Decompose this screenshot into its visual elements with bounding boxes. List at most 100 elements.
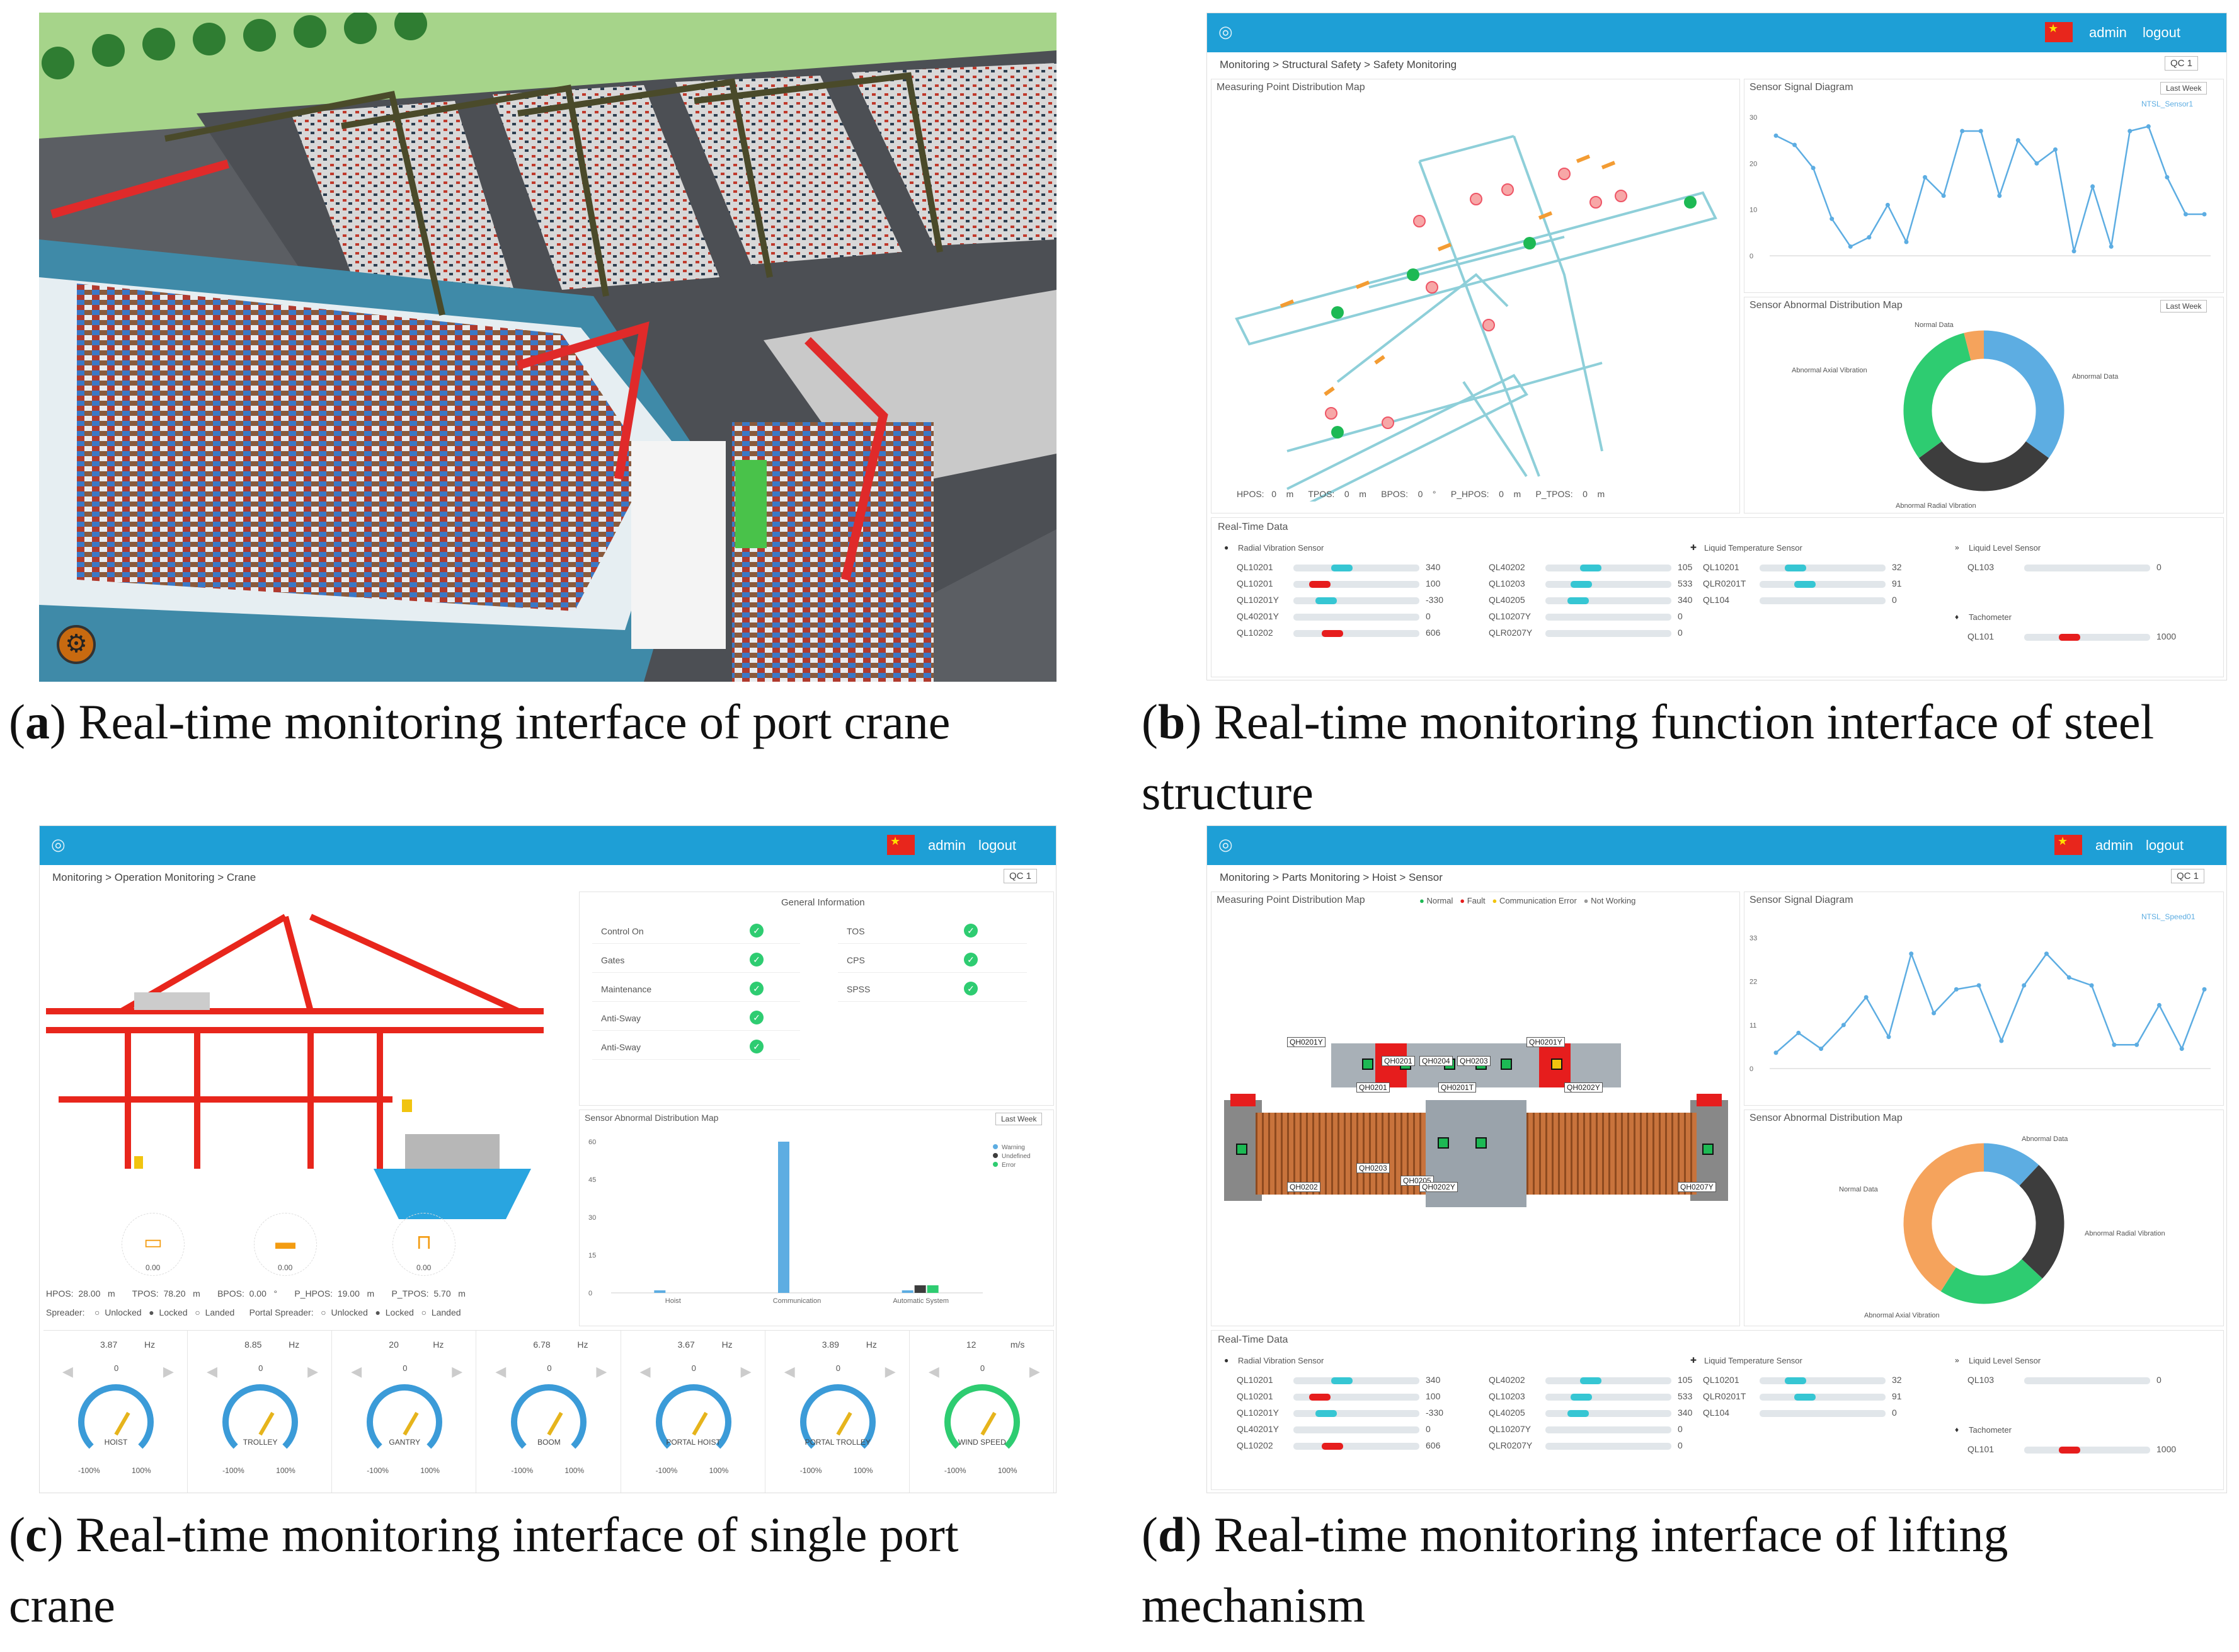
arrow-left-icon[interactable]: ◀ [784, 1363, 795, 1379]
bar [654, 1290, 666, 1293]
gauge-min: -100% [222, 1466, 244, 1475]
sensor-id: QLR0201T [1703, 578, 1746, 588]
arrow-right-icon[interactable]: ▶ [307, 1363, 319, 1379]
mini-value-1: 0.00 [146, 1263, 161, 1272]
map-title: Measuring Point Distribution Map [1217, 82, 1365, 93]
status-row: TOS✓ [838, 919, 1027, 944]
series-line [1775, 951, 2206, 1053]
gauge-top-value: 8.85 [244, 1339, 262, 1350]
sensor-id: QL40201Y [1237, 1424, 1279, 1434]
sensor-tag[interactable]: QH0202Y [1564, 1082, 1603, 1093]
arrow-right-icon[interactable]: ▶ [163, 1363, 174, 1379]
crane-select[interactable]: QC 1 [2171, 869, 2205, 883]
map-title: Measuring Point Distribution Map [1217, 895, 1365, 905]
sensor-tag[interactable]: QH0207Y [1678, 1182, 1716, 1192]
logout-link[interactable]: logout [978, 837, 1016, 853]
y-tick-label: 0 [1749, 1065, 1753, 1073]
top-bar: ◎ admin logout [1207, 13, 2226, 52]
donut-slice [2019, 1165, 2064, 1279]
sensor-tag[interactable]: QH0201 [1382, 1056, 1415, 1066]
period-select[interactable]: Last Week [2160, 82, 2208, 95]
arrow-right-icon[interactable]: ▶ [452, 1363, 463, 1379]
sensor-id: QLR0201T [1703, 1391, 1746, 1401]
sensor-bar-fill [1580, 1377, 1601, 1384]
sensor-bar-fill [1309, 581, 1331, 588]
group-title: Radial Vibration Sensor [1238, 1356, 1324, 1365]
crane-select[interactable]: QC 1 [2165, 56, 2199, 71]
period-select[interactable]: Last Week [995, 1113, 1043, 1125]
sensor-tag[interactable]: QH0201 [1356, 1082, 1390, 1093]
group-icon: » [1955, 1356, 1959, 1365]
sensor-id: QL101 [1967, 1444, 1995, 1454]
sensor-tag[interactable]: QH0203 [1356, 1163, 1390, 1173]
sensor-bar-track [1293, 1426, 1419, 1433]
settings-gear-button[interactable]: ⚙ [57, 625, 96, 664]
arrow-right-icon[interactable]: ▶ [885, 1363, 896, 1379]
data-point [1773, 133, 1778, 138]
group-title: Tachometer [1969, 1425, 2012, 1435]
crane-select[interactable]: QC 1 [1004, 869, 1038, 883]
arrow-right-icon[interactable]: ▶ [596, 1363, 607, 1379]
arrow-left-icon[interactable]: ◀ [495, 1363, 507, 1379]
y-tick-label: 45 [588, 1176, 596, 1184]
hoist-mechanism-diagram [1224, 1043, 1728, 1207]
sensor-id: QL104 [1703, 595, 1730, 605]
sensor-tag[interactable]: QH0202Y [1419, 1182, 1458, 1192]
arrow-left-icon[interactable]: ◀ [351, 1363, 362, 1379]
sensor-value: 533 [1678, 1391, 1693, 1401]
gauge-min: -100% [511, 1466, 534, 1475]
data-point [2202, 987, 2207, 992]
sensor-tag[interactable]: QH0204 [1419, 1056, 1453, 1066]
abnormal-map-panel: Sensor Abnormal Distribution Map Abnorma… [1744, 1110, 2224, 1326]
arrow-right-icon[interactable]: ▶ [1029, 1363, 1040, 1379]
panel-a-port-scene: ⚙ [39, 13, 1057, 682]
sensor-value: 0 [2156, 562, 2162, 572]
gauge-label: PORTAL TROLLEY [805, 1438, 871, 1447]
sensor-bar-fill [1309, 1394, 1331, 1401]
arrow-left-icon[interactable]: ◀ [207, 1363, 218, 1379]
sensor-tag[interactable]: QH0202 [1287, 1182, 1320, 1192]
data-point [1811, 166, 1816, 171]
sensor-bar-fill [1580, 565, 1601, 571]
gauge-dial [799, 1384, 876, 1460]
donut-label-axial: Abnormal Axial Vibration [1792, 367, 1867, 374]
sensor-bar-track [1293, 1410, 1419, 1417]
admin-link[interactable]: admin [928, 837, 966, 853]
status-label: Anti-Sway [601, 1042, 641, 1052]
data-point [2134, 1042, 2139, 1047]
sensor-id: QL10201 [1237, 562, 1273, 572]
logout-link[interactable]: logout [2143, 25, 2180, 40]
data-point [2109, 244, 2114, 249]
general-information-panel: General Information Control On✓Gates✓Mai… [579, 892, 1054, 1106]
abnormal-donut-chart [1903, 330, 2064, 491]
logout-link[interactable]: logout [2146, 837, 2184, 853]
arrow-left-icon[interactable]: ◀ [928, 1363, 939, 1379]
sensor-bar-fill [1785, 565, 1806, 571]
period-select-2[interactable]: Last Week [2160, 300, 2208, 313]
admin-link[interactable]: admin [2089, 25, 2127, 40]
arrow-left-icon[interactable]: ◀ [62, 1363, 73, 1379]
arrow-left-icon[interactable]: ◀ [639, 1363, 651, 1379]
y-tick-label: 0 [588, 1290, 592, 1297]
sensor-tag[interactable]: QH0201T [1438, 1082, 1477, 1093]
sensor-tag[interactable]: QH0203 [1457, 1056, 1491, 1066]
arrow-right-icon[interactable]: ▶ [740, 1363, 752, 1379]
admin-link[interactable]: admin [2095, 837, 2133, 853]
data-point [2089, 983, 2094, 988]
sensor-id: QLR0207Y [1489, 1440, 1533, 1450]
sensor-id: QL10207Y [1489, 1424, 1531, 1434]
gauge-dial [367, 1384, 443, 1460]
sensor-tag[interactable]: QH0201Y [1526, 1037, 1565, 1047]
sensor-tag[interactable]: QH0201Y [1287, 1037, 1326, 1047]
data-point [2179, 1047, 2184, 1052]
sensor-bar-fill [1785, 1377, 1806, 1384]
